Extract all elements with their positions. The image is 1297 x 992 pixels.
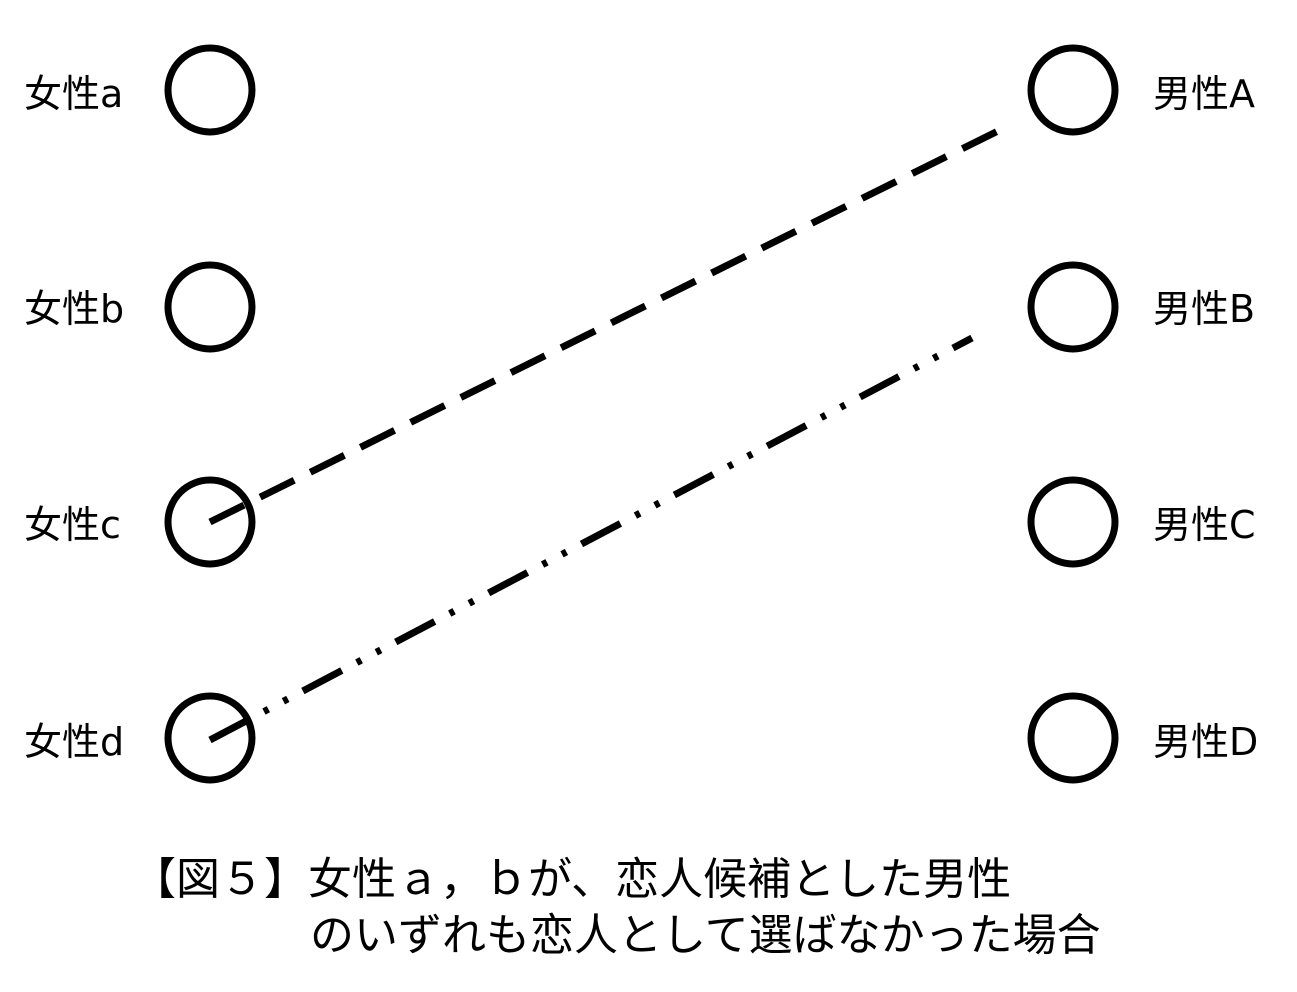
woman-d-label: 女性d — [24, 720, 124, 764]
caption-line-1: 【図５】女性ａ，ｂが、恋人候補とした男性 — [132, 854, 1012, 905]
woman-a-label: 女性a — [24, 72, 123, 116]
man-a-node — [1027, 44, 1119, 136]
man-d-node — [1027, 692, 1119, 784]
connection-c-to-a-dashed — [208, 120, 1014, 526]
woman-d-node — [164, 692, 256, 784]
men-column: 男性A 男性B 男性C 男性D — [1027, 44, 1258, 784]
woman-a-node — [164, 44, 256, 136]
woman-b-node — [164, 261, 256, 353]
woman-b-label: 女性b — [24, 287, 124, 331]
man-c-label: 男性C — [1153, 503, 1256, 547]
caption-line-2: のいずれも恋人として選ばなかった場合 — [310, 910, 1101, 961]
man-d-label: 男性D — [1153, 720, 1258, 764]
man-a-label: 男性A — [1153, 72, 1255, 116]
figure-caption: 【図５】女性ａ，ｂが、恋人候補とした男性 のいずれも恋人として選ばなかった場合 — [132, 852, 1252, 964]
women-column: 女性a 女性b 女性c 女性d — [24, 44, 256, 784]
man-c-node — [1027, 476, 1119, 568]
woman-c-label: 女性c — [24, 503, 121, 547]
man-b-label: 男性B — [1153, 287, 1255, 331]
man-b-node — [1027, 261, 1119, 353]
woman-c-node — [164, 476, 256, 568]
connection-d-to-b-dashdot — [208, 334, 974, 744]
